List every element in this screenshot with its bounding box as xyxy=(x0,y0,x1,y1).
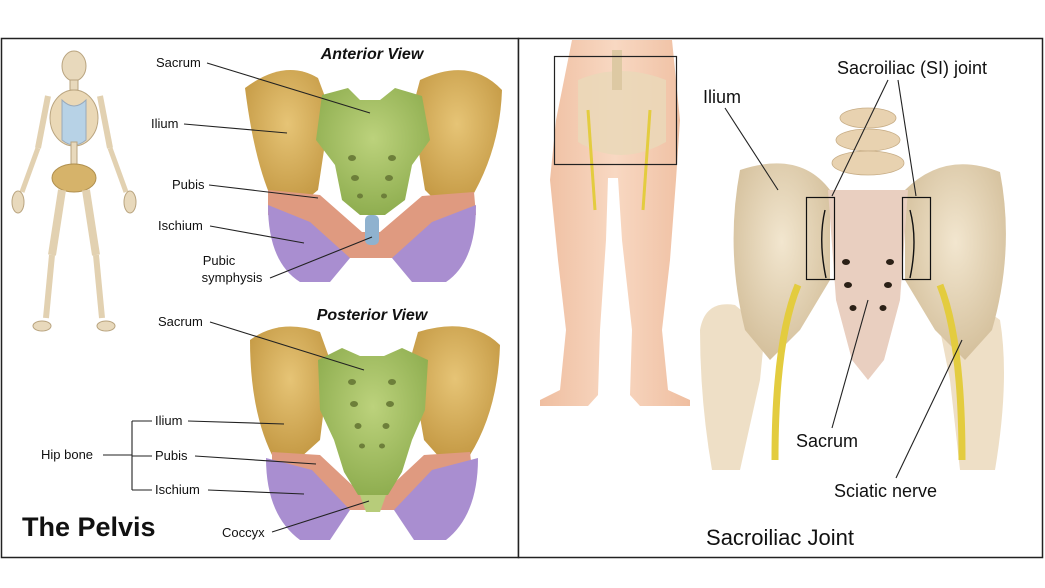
sciatic-nerve-right xyxy=(936,283,966,461)
posterior-pubis-label: Pubis xyxy=(155,448,188,463)
anterior-sacral-foramina xyxy=(348,155,396,199)
si-joint-box-right xyxy=(901,196,932,281)
anterior-ischium-left xyxy=(268,205,350,282)
leader-posterior-ischium xyxy=(207,489,305,495)
anterior-ilium-left xyxy=(245,70,330,205)
hip-bone-bracket xyxy=(103,420,152,491)
si-joint-label: Sacroiliac (SI) joint xyxy=(837,58,987,78)
leader-posterior-sacrum xyxy=(209,321,365,371)
si-sacral-foramina xyxy=(842,259,894,311)
posterior-pubis xyxy=(272,452,472,510)
anterior-ilium-label: Ilium xyxy=(151,116,178,131)
pelvis-title: The Pelvis xyxy=(22,512,156,542)
sciatic-nerve-left xyxy=(771,283,802,461)
anterior-sacrum-label: Sacrum xyxy=(156,55,201,70)
anterior-ilium-right xyxy=(412,70,502,205)
hip-bone-label: Hip bone xyxy=(41,447,93,462)
posterior-ilium-label: Ilium xyxy=(155,413,182,428)
leader-anterior-ilium xyxy=(183,123,288,134)
leader-si-sacrum xyxy=(831,299,869,429)
si-ilium-left xyxy=(733,163,830,360)
leader-anterior-pubis xyxy=(208,184,319,199)
pubic-symphysis-disc xyxy=(365,215,379,245)
lumbar-vertebrae xyxy=(831,107,905,176)
anterior-ischium-label: Ischium xyxy=(158,218,203,233)
posterior-ilium-right xyxy=(410,326,500,458)
si-sacrum-label: Sacrum xyxy=(796,431,858,451)
leader-si-joint-right xyxy=(897,79,917,197)
leader-posterior-ilium xyxy=(187,420,285,425)
posterior-ischium-label: Ischium xyxy=(155,482,200,497)
si-sacrum xyxy=(828,190,908,380)
sciatic-nerve-label: Sciatic nerve xyxy=(834,481,937,501)
posterior-ilium-left xyxy=(250,326,330,458)
si-joint-line-left xyxy=(821,209,827,279)
sacroiliac-joint-title: Sacroiliac Joint xyxy=(706,525,854,550)
posterior-sacrum-label: Sacrum xyxy=(158,314,203,329)
leader-si-ilium xyxy=(724,107,779,191)
pubic-symphysis-label-line1: Pubic xyxy=(203,253,236,268)
anterior-pubis-label: Pubis xyxy=(172,177,205,192)
pubic-symphysis-label-line2: symphysis xyxy=(202,270,263,285)
anterior-pubis xyxy=(268,190,476,258)
posterior-ischium-left xyxy=(266,458,350,540)
si-joint-box-left xyxy=(805,196,836,281)
leader-anterior-sacrum xyxy=(206,62,371,114)
posterior-ischium-right xyxy=(394,458,478,540)
leader-posterior-pubis xyxy=(194,455,317,465)
posterior-sacral-foramina xyxy=(348,379,396,449)
si-joint-line-right xyxy=(909,209,915,279)
posterior-view-heading: Posterior View xyxy=(317,307,429,324)
skeleton-figure xyxy=(11,50,137,332)
coccyx-label: Coccyx xyxy=(222,525,265,540)
si-ilium-label: Ilium xyxy=(703,87,741,107)
femur-left xyxy=(700,304,765,470)
leader-pubic-symphysis xyxy=(269,236,373,279)
posterior-sacrum xyxy=(318,348,428,495)
coccyx-bone xyxy=(360,495,386,512)
leader-anterior-ischium xyxy=(209,225,305,244)
leader-si-joint-left xyxy=(831,79,889,197)
lower-body-figure xyxy=(540,40,690,406)
zoom-region-box xyxy=(553,55,678,166)
anterior-sacrum xyxy=(316,88,430,215)
leader-coccyx xyxy=(271,500,370,533)
leader-sciatic-nerve xyxy=(895,339,963,479)
anterior-ischium-right xyxy=(392,205,476,282)
anterior-view-heading: Anterior View xyxy=(320,46,425,63)
anterior-pelvis xyxy=(245,70,502,282)
posterior-pelvis xyxy=(250,326,500,540)
